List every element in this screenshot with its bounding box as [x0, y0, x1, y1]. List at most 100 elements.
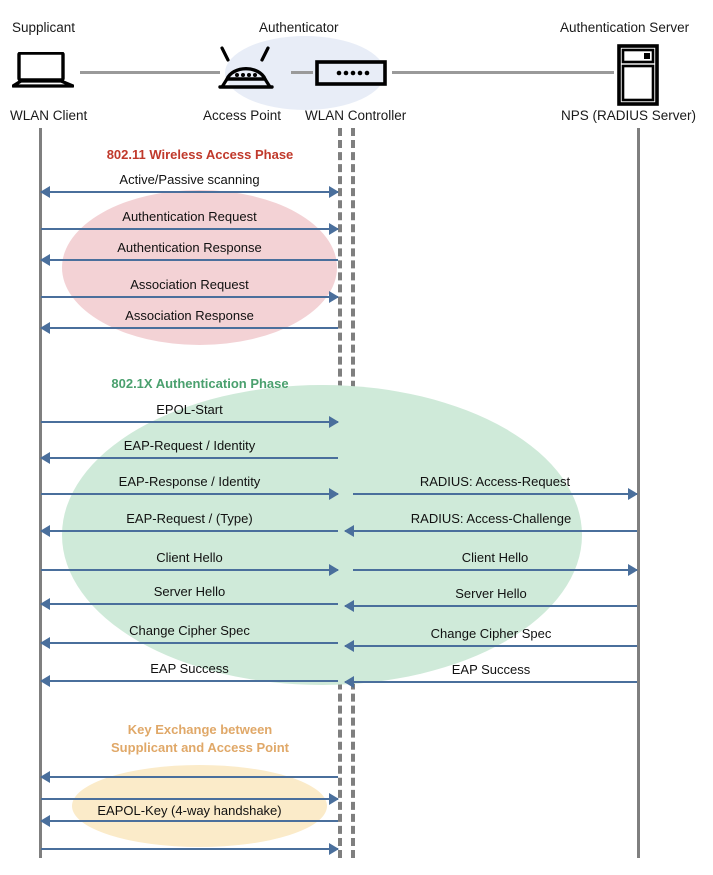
- message-label: Server Hello: [153, 584, 226, 599]
- arrowhead-right-icon: [329, 564, 339, 576]
- actor-name-wlan-client: WLAN Client: [10, 108, 88, 123]
- message-eapol-start: EPOL-Start: [41, 398, 339, 428]
- phase-ellipse-key-exchange: [72, 765, 327, 847]
- message-shaft: [41, 798, 338, 800]
- access-point-icon: [218, 46, 274, 89]
- message-label: EAP-Request / Identity: [123, 438, 256, 453]
- actor-role-authenticator: Authenticator: [259, 20, 339, 35]
- phase-ellipse-dot1x-authentication: [62, 385, 582, 685]
- message-label: Association Request: [130, 277, 249, 292]
- message-eap-success-left: EAP Success: [40, 657, 338, 687]
- actor-name-access-point: Access Point: [203, 108, 282, 123]
- phase-title-line-1: Key Exchange between: [127, 722, 273, 737]
- link-controller-to-server: [392, 71, 614, 74]
- message-radius-access-challenge: RADIUS: Access-Challenge: [344, 507, 637, 537]
- server-icon: [617, 44, 659, 106]
- message-shaft: [41, 820, 338, 822]
- message-shaft: [353, 493, 637, 495]
- message-label: Change Cipher Spec: [129, 623, 250, 638]
- message-association-request: Association Request: [41, 273, 339, 303]
- message-change-cipher-spec-right: Change Cipher Spec: [344, 622, 637, 652]
- message-label: Change Cipher Spec: [430, 626, 552, 641]
- arrowhead-right-icon: [329, 793, 339, 805]
- message-label: EPOL-Start: [156, 402, 223, 417]
- message-label: EAP Success: [451, 662, 531, 677]
- message-shaft: [41, 530, 338, 532]
- wlan-controller-icon: [315, 60, 387, 86]
- message-eap-response-identity: EAP-Response / Identity: [41, 470, 339, 500]
- message-eap-request-identity: EAP-Request / Identity: [40, 434, 338, 464]
- arrowhead-left-icon: [40, 598, 50, 610]
- message-eapol-key-2: [41, 775, 339, 805]
- message-shaft: [353, 569, 637, 571]
- message-client-hello-left: Client Hello: [41, 546, 339, 576]
- message-label: Client Hello: [156, 550, 223, 565]
- message-server-hello-right: Server Hello: [344, 582, 637, 612]
- message-shaft: [41, 603, 338, 605]
- message-authentication-request: Authentication Request: [41, 205, 339, 235]
- arrowhead-right-icon: [628, 488, 638, 500]
- arrowhead-right-icon: [329, 291, 339, 303]
- message-active-passive-scanning: Active/Passive scanning: [40, 168, 339, 198]
- arrowhead-left-icon: [40, 771, 50, 783]
- message-eapol-key-4: [41, 825, 339, 855]
- message-radius-access-request: RADIUS: Access-Request: [353, 470, 638, 500]
- message-shaft: [41, 191, 338, 193]
- message-label: EAP-Request / (Type): [126, 511, 253, 526]
- phase-title-wireless-access: 802.11 Wireless Access Phase: [106, 147, 294, 162]
- actor-role-supplicant: Supplicant: [12, 20, 76, 35]
- message-shaft: [41, 680, 338, 682]
- message-eapol-key-1: [40, 753, 338, 783]
- arrowhead-left-icon: [40, 186, 50, 198]
- message-shaft: [41, 776, 338, 778]
- actor-role-authentication-server: Authentication Server: [560, 20, 690, 35]
- message-shaft: [345, 645, 637, 647]
- phase-title-line-2: Supplicant and Access Point: [111, 740, 289, 755]
- actor-name-nps-radius-server: NPS (RADIUS Server): [561, 108, 697, 123]
- message-label: EAP Success: [150, 661, 229, 676]
- phase-ellipse-wireless-access: [62, 190, 337, 345]
- arrowhead-left-icon: [40, 815, 50, 827]
- lifeline-supplicant: [39, 128, 42, 858]
- arrowhead-right-icon: [628, 564, 638, 576]
- arrowhead-right-icon: [329, 843, 339, 855]
- arrowhead-left-icon: [344, 640, 354, 652]
- arrowhead-left-icon: [40, 525, 50, 537]
- message-shaft: [41, 569, 338, 571]
- message-shaft: [41, 327, 338, 329]
- message-eap-success-right: EAP Success: [344, 658, 637, 688]
- arrowhead-right-icon: [329, 416, 339, 428]
- message-shaft: [41, 848, 338, 850]
- phase-title-dot1x-authentication: 802.1X Authentication Phase: [111, 376, 289, 391]
- lifeline-auth-server: [637, 128, 640, 858]
- arrowhead-left-icon: [40, 254, 50, 266]
- message-client-hello-right: Client Hello: [353, 546, 638, 576]
- message-shaft: [41, 296, 338, 298]
- link-ap-to-controller: [291, 71, 313, 74]
- arrowhead-right-icon: [329, 488, 339, 500]
- actor-name-wlan-controller: WLAN Controller: [305, 108, 407, 123]
- arrowhead-left-icon: [344, 676, 354, 688]
- message-label: RADIUS: Access-Request: [419, 474, 571, 489]
- message-label: EAP-Response / Identity: [118, 474, 261, 489]
- message-label: Active/Passive scanning: [119, 172, 260, 187]
- link-client-to-ap: [80, 71, 220, 74]
- message-shaft: [41, 228, 338, 230]
- message-label: Server Hello: [455, 586, 527, 601]
- message-label: Association Response: [125, 308, 254, 323]
- message-shaft: [41, 259, 338, 261]
- message-label: Authentication Request: [122, 209, 257, 224]
- laptop-icon: [12, 52, 74, 88]
- message-shaft: [41, 457, 338, 459]
- arrowhead-right-icon: [329, 186, 339, 198]
- arrowhead-left-icon: [40, 637, 50, 649]
- arrowhead-left-icon: [344, 600, 354, 612]
- message-eapol-key-4-way-handshake: EAPOL-Key (4-way handshake): [40, 797, 338, 827]
- message-shaft: [41, 421, 338, 423]
- arrowhead-left-icon: [40, 452, 50, 464]
- message-label: Authentication Response: [117, 240, 262, 255]
- message-label: Client Hello: [461, 550, 529, 565]
- arrowhead-right-icon: [329, 223, 339, 235]
- arrowhead-left-icon: [40, 675, 50, 687]
